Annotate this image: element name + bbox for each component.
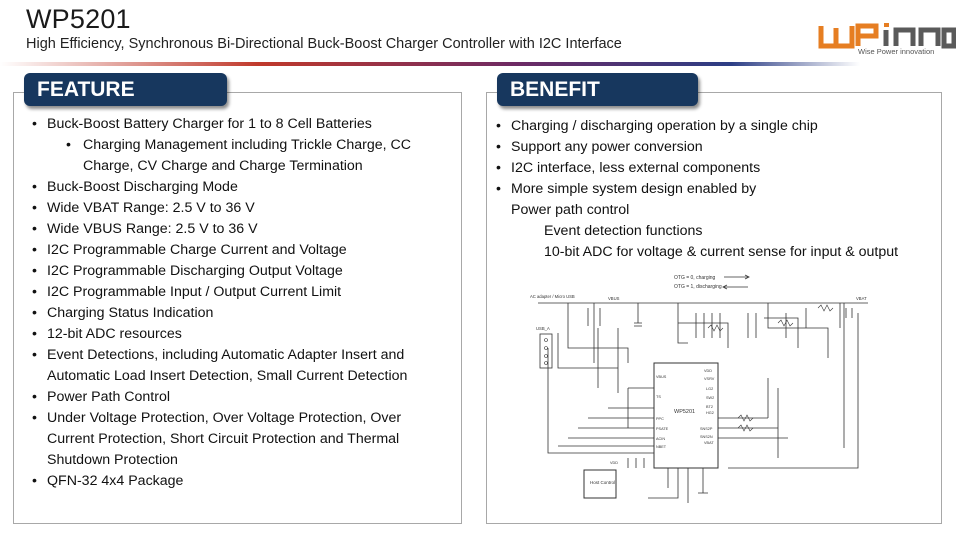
list-item: 12-bit ADC resources	[30, 324, 450, 345]
list-item: I2C Programmable Discharging Output Volt…	[30, 261, 450, 282]
pin-vbat-label: VBAT	[704, 441, 714, 445]
list-item: Charging Status Indication	[30, 303, 450, 324]
host-control-label: Host Control	[590, 480, 615, 485]
product-subtitle: High Efficiency, Synchronous Bi-Directio…	[26, 36, 622, 52]
list-item: Buck-Boost Battery Charger for 1 to 8 Ce…	[30, 114, 450, 135]
list-item: Power path control	[511, 202, 630, 218]
vbat-net-label: VBAT	[856, 296, 867, 301]
usb-a-label: USB_A	[536, 326, 550, 331]
feature-list: Buck-Boost Battery Charger for 1 to 8 Ce…	[30, 114, 450, 492]
benefit-heading: BENEFIT	[497, 73, 698, 106]
otg-charging-label: OTG = 0, charging	[674, 275, 715, 281]
pin-ppc-label: PPC	[656, 417, 664, 421]
list-item: Under Voltage Protection, Over Voltage P…	[30, 408, 450, 429]
list-item: I2C Programmable Charge Current and Volt…	[30, 240, 450, 261]
pin-hg2-label: HG2	[706, 411, 714, 415]
product-title: WP5201	[26, 4, 131, 34]
logo-tagline: Wise Power innovation	[858, 47, 935, 56]
pin-sns2n-label: SNS2N	[700, 435, 713, 439]
header-divider	[0, 62, 860, 66]
list-item: Wide VBUS Range: 2.5 V to 36 V	[30, 219, 450, 240]
list-item: Current Protection, Short Circuit Protec…	[47, 431, 400, 447]
vbus-net-label: VBUS	[608, 296, 620, 301]
application-circuit-diagram: OTG = 0, charging OTG = 1, discharging A…	[530, 274, 868, 503]
list-item: Event Detections, including Automatic Ad…	[30, 345, 450, 366]
pin-vdd-top-label: VDD	[610, 461, 618, 465]
list-item: More simple system design enabled by	[494, 179, 934, 200]
list-item: Charging Management including Trickle Ch…	[30, 135, 450, 156]
pin-lg2-label: LG2	[706, 387, 713, 391]
list-item: 10-bit ADC for voltage & current sense f…	[544, 244, 899, 260]
benefit-list: Charging / discharging operation by a si…	[494, 116, 934, 263]
list-item: Power Path Control	[30, 387, 450, 408]
otg-discharging-label: OTG = 1, discharging	[674, 284, 722, 290]
pin-ts-label: TS	[656, 395, 661, 399]
list-item: Charge, CV Charge and Charge Termination	[83, 158, 363, 174]
list-item: I2C interface, less external components	[494, 158, 934, 179]
list-item: Event detection functions	[544, 223, 703, 239]
wpinno-logo	[818, 23, 956, 49]
list-item: Support any power conversion	[494, 137, 934, 158]
pin-acin-label: ACIN	[656, 437, 665, 441]
feature-heading: FEATURE	[24, 73, 227, 106]
list-item: I2C Programmable Input / Output Current …	[30, 282, 450, 303]
pin-vdd-label: VDD	[704, 369, 712, 373]
pin-vsrv-label: VSRV	[704, 377, 715, 381]
pin-sw2-label: SW2	[706, 396, 714, 400]
adapter-label: AC adapter / Micro USB	[530, 294, 575, 299]
pin-sns2p-label: SNS2P	[700, 427, 713, 431]
list-item: Shutdown Protection	[47, 452, 178, 468]
pin-nbet-label: NBET	[656, 445, 667, 449]
pin-psate-label: PSATE	[656, 427, 669, 431]
list-item: Wide VBAT Range: 2.5 V to 36 V	[30, 198, 450, 219]
list-item: Buck-Boost Discharging Mode	[30, 177, 450, 198]
pin-vbus-label: VBUS	[656, 375, 667, 379]
list-item: Charging / discharging operation by a si…	[494, 116, 934, 137]
list-item: QFN-32 4x4 Package	[30, 471, 450, 492]
chip-label: WP5201	[674, 409, 695, 415]
list-item: Automatic Load Insert Detection, Small C…	[47, 368, 408, 384]
pin-bt2-label: BT2	[706, 405, 713, 409]
